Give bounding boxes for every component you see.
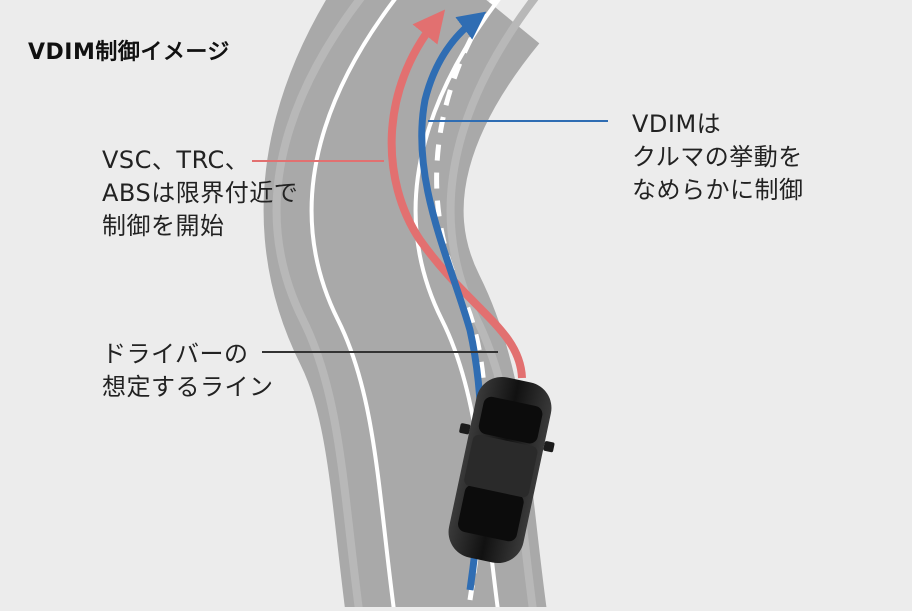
page-title: VDIM制御イメージ xyxy=(28,40,230,65)
vsc-label-line-2: ABSは限界付近で xyxy=(102,179,299,207)
driver-label-line-1: ドライバーの xyxy=(102,340,249,368)
driver-leader-line xyxy=(262,351,498,353)
vdim-label-line-1: VDIMは xyxy=(632,110,722,138)
vsc-leader-line xyxy=(252,160,384,162)
driver-label: ドライバーの 想定するライン xyxy=(102,338,274,404)
vsc-path xyxy=(387,9,526,379)
vsc-label-line-3: 制御を開始 xyxy=(102,212,225,240)
vdim-label-line-3: なめらかに制御 xyxy=(632,176,804,204)
vsc-label: VSC、TRC、 ABSは限界付近で 制御を開始 xyxy=(102,144,298,243)
driver-label-line-2: 想定するライン xyxy=(102,373,274,401)
road-edge-left xyxy=(309,0,397,611)
vdim-leader-line xyxy=(428,120,608,122)
vdim-label: VDIMは クルマの挙動を なめらかに制御 xyxy=(632,108,804,207)
vsc-label-line-1: VSC、TRC、 xyxy=(102,146,250,174)
vdim-label-line-2: クルマの挙動を xyxy=(632,143,803,171)
road xyxy=(263,0,547,611)
road-shoulder-left xyxy=(272,0,365,611)
car-icon xyxy=(448,376,555,564)
